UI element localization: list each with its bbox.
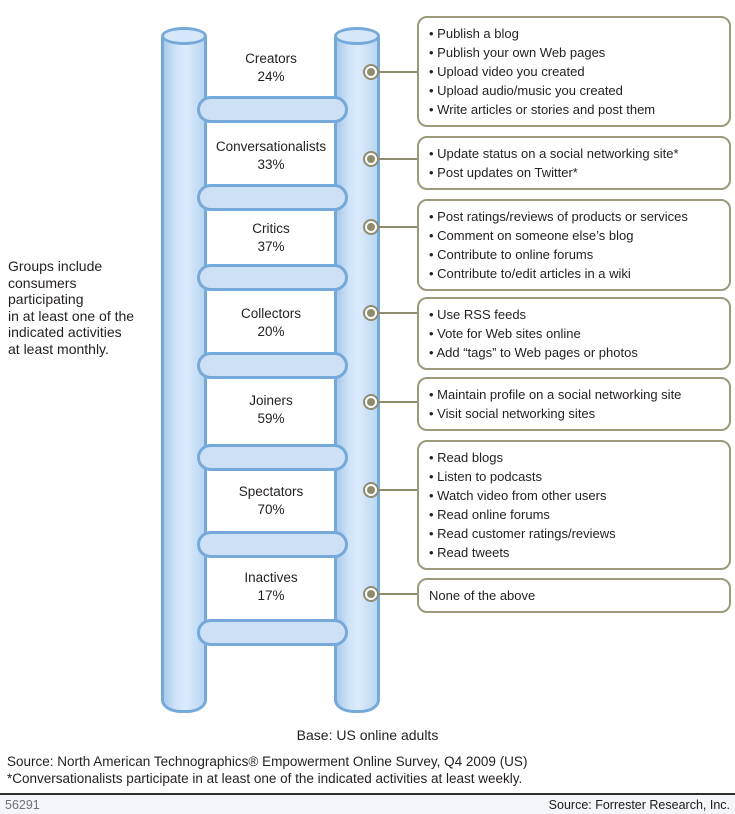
- ladder-rung: [197, 531, 348, 558]
- connector-line: [378, 158, 418, 160]
- group-name: Inactives: [244, 570, 298, 585]
- activity-item: Read blogs: [429, 448, 719, 467]
- activity-item: None of the above: [429, 588, 536, 603]
- activity-item: Write articles or stories and post them: [429, 100, 719, 119]
- connector-dot-icon: [363, 482, 379, 498]
- group-pct: 24%: [257, 69, 285, 84]
- connector-dot-icon: [363, 151, 379, 167]
- weekly-footnote: *Conversationalists participate in at le…: [7, 770, 523, 786]
- source-note: Source: North American Technographics® E…: [7, 754, 527, 787]
- groups-note: Groups include consumers participating i…: [8, 258, 135, 357]
- callout-critics: Post ratings/reviews of products or serv…: [417, 199, 731, 291]
- callout-joiners: Maintain profile on a social networking …: [417, 377, 731, 431]
- connector-line: [378, 71, 418, 73]
- activity-item: Use RSS feeds: [429, 305, 719, 324]
- group-name: Critics: [252, 221, 290, 236]
- group-label-inactives: Inactives 17%: [204, 569, 338, 605]
- activity-item: Add “tags” to Web pages or photos: [429, 343, 719, 362]
- activity-item: Contribute to/edit articles in a wiki: [429, 264, 719, 283]
- connector-dot-icon: [363, 219, 379, 235]
- bottom-bar: 56291 Source: Forrester Research, Inc.: [0, 793, 735, 814]
- activity-item: Vote for Web sites online: [429, 324, 719, 343]
- connector-line: [378, 226, 418, 228]
- activity-item: Watch video from other users: [429, 486, 719, 505]
- activity-item: Read tweets: [429, 543, 719, 562]
- forrester-source: Source: Forrester Research, Inc.: [548, 797, 730, 812]
- callout-collectors: Use RSS feeds Vote for Web sites online …: [417, 297, 731, 370]
- connector-dot-icon: [363, 394, 379, 410]
- activity-item: Maintain profile on a social networking …: [429, 385, 719, 404]
- activity-item: Post updates on Twitter*: [429, 163, 719, 182]
- group-pct: 59%: [257, 411, 285, 426]
- source-line: Source: North American Technographics® E…: [7, 754, 528, 769]
- group-name: Joiners: [249, 393, 293, 408]
- group-name: Collectors: [240, 306, 302, 321]
- group-pct: 20%: [257, 324, 285, 339]
- group-pct: 37%: [257, 239, 285, 254]
- group-label-critics: Critics 37%: [204, 220, 338, 256]
- connector-dot-icon: [363, 305, 379, 321]
- connector-line: [378, 489, 418, 491]
- group-name: Creators: [245, 51, 297, 66]
- activity-item: Comment on someone else’s blog: [429, 226, 719, 245]
- group-name: Conversationalists: [215, 139, 327, 154]
- group-pct: 70%: [257, 502, 285, 517]
- connector-line: [378, 401, 418, 403]
- group-label-joiners: Joiners 59%: [204, 392, 338, 428]
- activity-item: Publish your own Web pages: [429, 43, 719, 62]
- ladder-rung: [197, 184, 348, 211]
- group-label-creators: Creators 24%: [204, 50, 338, 86]
- activity-item: Upload audio/music you created: [429, 81, 719, 100]
- ladder-right-rail-top: [334, 27, 380, 45]
- activity-item: Publish a blog: [429, 24, 719, 43]
- connector-dot-icon: [363, 64, 379, 80]
- callout-spectators: Read blogs Listen to podcasts Watch vide…: [417, 440, 731, 570]
- document-id: 56291: [5, 797, 40, 812]
- activity-item: Upload video you created: [429, 62, 719, 81]
- group-label-spectators: Spectators 70%: [204, 483, 338, 519]
- ladder-rung: [197, 619, 348, 646]
- callout-conversationalists: Update status on a social networking sit…: [417, 136, 731, 190]
- ladder-left-rail-top: [161, 27, 207, 45]
- group-name: Spectators: [238, 484, 304, 499]
- base-note: Base: US online adults: [296, 727, 439, 743]
- ladder-rung: [197, 444, 348, 471]
- activity-item: Update status on a social networking sit…: [429, 144, 719, 163]
- activity-item: Listen to podcasts: [429, 467, 719, 486]
- group-label-conversationalists: Conversationalists 33%: [204, 138, 338, 174]
- connector-dot-icon: [363, 586, 379, 602]
- activity-item: Read online forums: [429, 505, 719, 524]
- ladder-rung: [197, 352, 348, 379]
- callout-inactives: None of the above: [417, 578, 731, 613]
- connector-line: [378, 312, 418, 314]
- activity-item: Contribute to online forums: [429, 245, 719, 264]
- ladder-rung: [197, 96, 348, 123]
- group-pct: 33%: [257, 157, 285, 172]
- activity-item: Visit social networking sites: [429, 404, 719, 423]
- activity-item: Read customer ratings/reviews: [429, 524, 719, 543]
- ladder-rung: [197, 264, 348, 291]
- activity-item: Post ratings/reviews of products or serv…: [429, 207, 719, 226]
- connector-line: [378, 593, 418, 595]
- callout-creators: Publish a blog Publish your own Web page…: [417, 16, 731, 127]
- group-pct: 17%: [257, 588, 285, 603]
- group-label-collectors: Collectors 20%: [204, 305, 338, 341]
